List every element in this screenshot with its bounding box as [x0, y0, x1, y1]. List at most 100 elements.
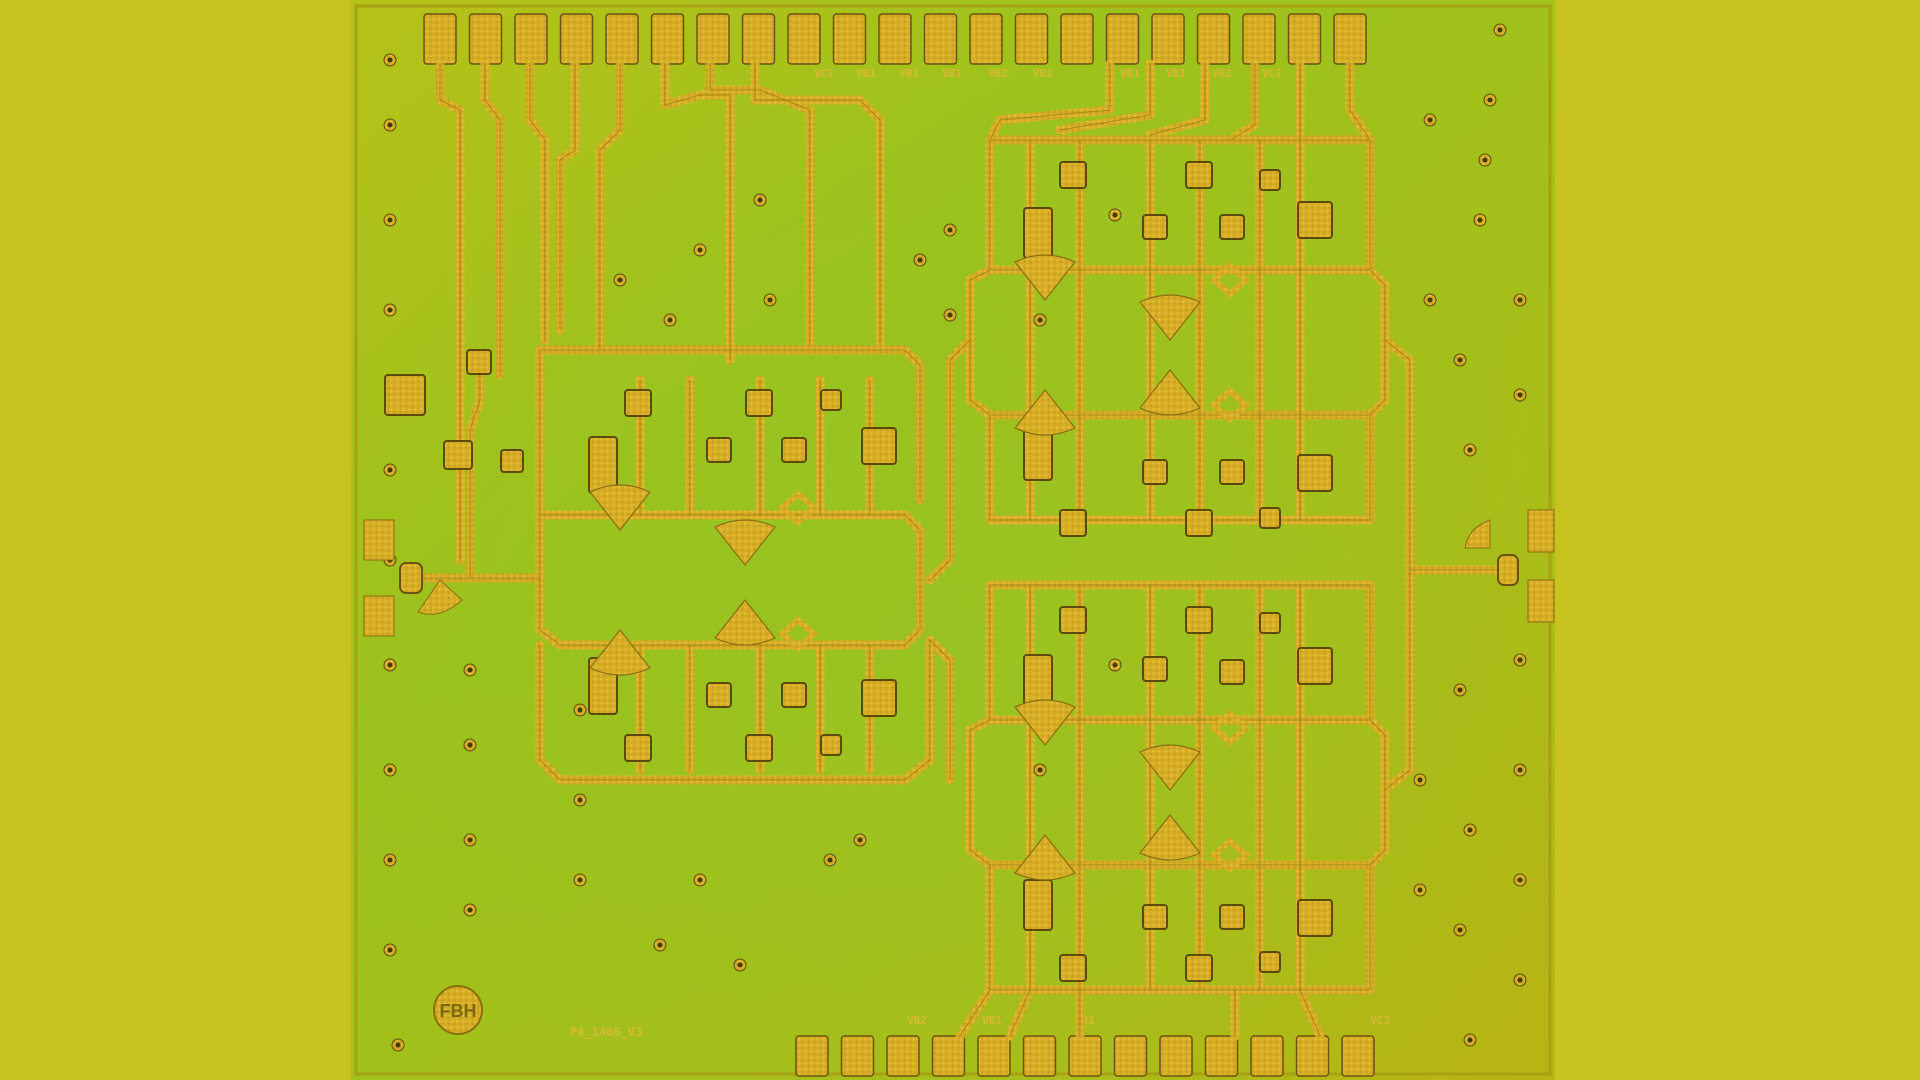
bottom-bond-pad [1159, 1035, 1193, 1077]
ground-vias [383, 23, 1527, 1052]
transistor-cell [466, 349, 492, 375]
via-hole [387, 767, 393, 773]
via-hole [757, 197, 763, 203]
transistor-cell [1219, 659, 1245, 685]
top-bond-pad [468, 13, 503, 65]
via-hole [1517, 297, 1523, 303]
via-hole [467, 742, 473, 748]
top-bond-pad [1196, 13, 1231, 65]
transistor-cell [1023, 879, 1053, 931]
transistor-cell [745, 389, 773, 417]
via-hole [1457, 927, 1463, 933]
radial-stub [589, 629, 651, 676]
radial-stub [589, 484, 651, 531]
via-hole [1427, 297, 1433, 303]
trace-edge [989, 139, 1371, 271]
transistor-cell [1142, 904, 1168, 930]
transistor-cell [1259, 169, 1281, 191]
top-bond-pad [650, 13, 685, 65]
via-hole [387, 467, 393, 473]
bottom-bond-pad [1204, 1035, 1239, 1077]
top-bond-pad [1014, 13, 1049, 65]
transistor-cell [384, 374, 426, 416]
top-pad-label: VB2 [1033, 67, 1053, 80]
transistor-cell [1219, 459, 1245, 485]
transistor-cell [500, 449, 524, 473]
via-hole [737, 962, 743, 968]
metal-traces [417, 59, 1503, 1041]
transistor-cell [1142, 214, 1168, 240]
trace-edge [539, 514, 921, 646]
transistor-cell [1023, 654, 1053, 706]
top-pad-label: VC2 [1262, 67, 1282, 80]
trace-edge [929, 639, 951, 781]
via-hole [387, 122, 393, 128]
via-hole [1467, 827, 1473, 833]
trace-edge [1229, 63, 1256, 141]
trace-edge [529, 63, 546, 341]
bottom-bond-pad [1250, 1035, 1284, 1077]
transistor-cell [1059, 509, 1087, 537]
trace-edge [754, 63, 881, 346]
bottom-bond-pad [1295, 1035, 1330, 1077]
via-hole [1477, 217, 1483, 223]
via-hole [387, 662, 393, 668]
transistor-cell [1142, 459, 1168, 485]
transistor-cell [624, 389, 652, 417]
via-hole [617, 277, 623, 283]
via-hole [1417, 887, 1423, 893]
coupling-cap [1209, 387, 1251, 423]
via-hole [387, 307, 393, 313]
transistor-cell [706, 682, 732, 708]
transistor-cell [1297, 454, 1333, 492]
transistor-cell [1259, 951, 1281, 973]
transistor-cell [1297, 899, 1333, 937]
via-hole [827, 857, 833, 863]
via-hole [1457, 687, 1463, 693]
logo-text: FBH [440, 1001, 477, 1021]
top-bond-pad [1242, 13, 1276, 65]
trace-edge [1384, 569, 1411, 791]
coupling-cap [1209, 710, 1251, 746]
via-hole [1467, 1037, 1473, 1043]
via-hole [767, 297, 773, 303]
transistor-cell [1142, 656, 1168, 682]
top-bond-pad [1060, 13, 1094, 65]
via-hole [1517, 977, 1523, 983]
fbh-logo: FBH [433, 985, 483, 1035]
top-pad-label: VB1 [899, 67, 919, 80]
via-hole [1497, 27, 1503, 33]
top-bond-pad [1151, 13, 1185, 65]
coupling-cap [777, 616, 819, 652]
trace-edge [1149, 63, 1206, 136]
transistor-cell [745, 734, 773, 762]
via-hole [857, 837, 863, 843]
via-hole [697, 247, 703, 253]
radial-stub [1139, 814, 1201, 861]
radial-stub [1014, 254, 1076, 301]
via-hole [947, 227, 953, 233]
trace-edge [1384, 339, 1499, 571]
via-hole [387, 857, 393, 863]
radial-stub [714, 599, 776, 646]
bottom-bond-pad [886, 1035, 920, 1077]
coupling-cap [777, 490, 819, 526]
top-bond-pad [514, 13, 548, 65]
top-bond-pad [878, 13, 912, 65]
top-bond-pad [605, 13, 639, 65]
bottom-bond-pad [1068, 1035, 1102, 1077]
transistor-cell [781, 437, 807, 463]
radial-stub [1014, 699, 1076, 746]
via-hole [1482, 157, 1488, 163]
transistor-cells [384, 161, 1333, 982]
via-hole [1517, 767, 1523, 773]
radial-stub [714, 519, 776, 566]
transistor-cell [624, 734, 652, 762]
top-bond-pad [559, 13, 594, 65]
via-hole [387, 57, 393, 63]
bottom-bond-pad [795, 1035, 829, 1077]
trace-edge [559, 63, 576, 331]
bottom-bond-pad [1022, 1035, 1057, 1077]
